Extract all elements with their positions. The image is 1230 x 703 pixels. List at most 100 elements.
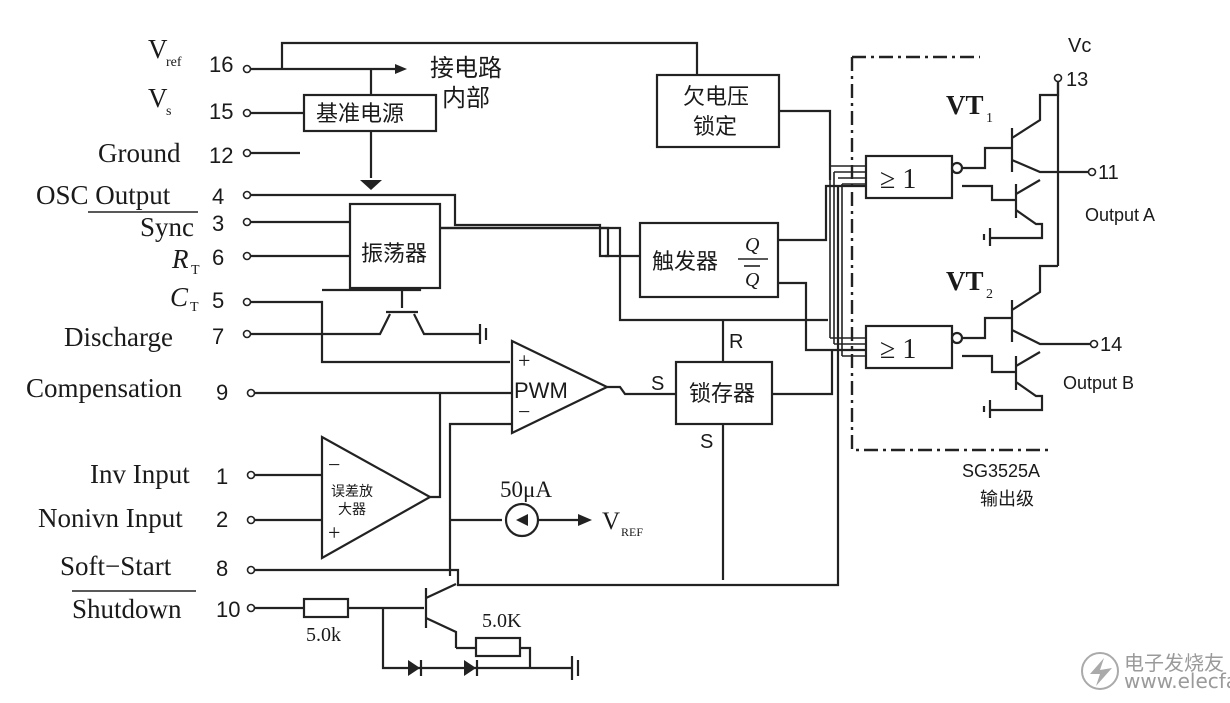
current-source-section: 50μA V REF xyxy=(450,477,643,539)
bus-wires xyxy=(829,165,866,357)
outa-label: Output A xyxy=(1085,205,1155,225)
pin-ct-num: 5 xyxy=(212,288,224,313)
latch-block xyxy=(674,360,774,426)
nor-gate-b xyxy=(864,324,954,370)
nor-gate-b-bubble xyxy=(950,331,964,345)
shutdown-bottom-wire xyxy=(381,608,572,670)
flipflop-label: 触发器 xyxy=(652,250,718,275)
pin-vs-sub: s xyxy=(166,104,171,119)
oscillator-section: 振荡器 xyxy=(251,151,828,364)
terminal-14 xyxy=(1089,339,1099,349)
pin-discharge-name: Discharge xyxy=(64,322,173,352)
resistor-r2 xyxy=(474,636,522,658)
pin-vref-num: 16 xyxy=(209,52,233,77)
to-internal-label-1: 接电路 xyxy=(430,54,502,82)
pin-shutdown-name: Shutdown xyxy=(72,594,182,624)
outa-num: 11 xyxy=(1098,162,1119,184)
terminal-3 xyxy=(242,217,252,227)
erramp-out-wire xyxy=(430,393,442,499)
shutdown-transistor xyxy=(424,583,458,648)
erramp-plus: + xyxy=(328,520,340,545)
pwm-out-wire xyxy=(607,385,676,396)
pin-rt-name: R xyxy=(171,244,189,274)
ref-ground-icon xyxy=(360,180,382,190)
pin-vs-name: V xyxy=(148,83,168,113)
shutdown-emitter xyxy=(425,617,458,648)
terminal-15 xyxy=(242,108,252,118)
latch-section: 锁存器 R S xyxy=(674,320,834,580)
discharge-collector xyxy=(251,313,391,336)
pin-discharge-num: 7 xyxy=(212,324,224,349)
vt2-emitter xyxy=(1011,329,1094,346)
latch-r-label: R xyxy=(729,331,743,353)
pwm-minus: − xyxy=(518,399,530,424)
pin-comp-num: 9 xyxy=(216,380,228,405)
reference-section: 接电路 内部 基准电源 欠电压 锁定 xyxy=(251,41,832,190)
outb-num: 14 xyxy=(1100,334,1122,356)
vt1-low-drive xyxy=(962,184,1016,202)
vt1-collector xyxy=(1011,78,1060,139)
pin-sync-name: Sync xyxy=(140,212,194,242)
bus-vertical xyxy=(829,166,843,356)
terminal-9 xyxy=(246,388,256,398)
pin-inv-num: 1 xyxy=(216,464,228,489)
terminal-7 xyxy=(242,329,252,339)
discharge-emitter xyxy=(413,313,480,336)
vt2-low-drive xyxy=(962,354,1016,374)
terminal-16 xyxy=(242,64,252,74)
terminal-4 xyxy=(242,190,252,200)
diode-1-icon xyxy=(408,660,420,676)
erramp-label-2: 大器 xyxy=(338,502,366,518)
latch-s-label: S xyxy=(700,431,713,453)
resistor-r1-label: 5.0k xyxy=(306,624,341,646)
oscillator-label: 振荡器 xyxy=(361,242,427,267)
shutdown-section: 5.0k 5.0K xyxy=(255,186,840,680)
to-internal-label-2: 内部 xyxy=(442,84,490,112)
watermark-text: 电子发烧友 xyxy=(1124,651,1224,675)
latch-label: 锁存器 xyxy=(689,382,755,407)
uvlo-label-1: 欠电压 xyxy=(683,85,749,110)
bus-a xyxy=(830,165,866,185)
flipflop-block xyxy=(638,221,780,299)
terminal-11 xyxy=(1087,167,1097,177)
terminal-8 xyxy=(246,565,256,575)
error-amp-section: − + 误差放 大器 xyxy=(255,393,442,560)
latch-s-input-label: S xyxy=(651,373,664,395)
pin-sync-num: 3 xyxy=(212,211,224,236)
flipflop-qbar: Q xyxy=(745,269,760,291)
nor-gate-a xyxy=(864,154,954,200)
uvlo-label-2: 锁定 xyxy=(693,115,737,140)
pin-soft-name: Soft−Start xyxy=(60,551,172,581)
output-stage-boundary xyxy=(850,55,1050,452)
vt1-low-emitter xyxy=(990,179,1044,240)
pwm-label: PWM xyxy=(514,378,568,403)
ref-supply-label: 基准电源 xyxy=(316,102,404,127)
terminal-2 xyxy=(246,515,256,525)
pin-osc-num: 4 xyxy=(212,184,224,209)
flipflop-section: 触发器 Q Q xyxy=(638,184,866,352)
pin-labels: V ref 16 V s 15 Ground 12 OSC Output 4 S… xyxy=(26,34,240,624)
flipflop-q: Q xyxy=(745,234,760,256)
nor-gate-a-bubble xyxy=(950,161,964,175)
vc-label: Vc xyxy=(1068,35,1091,57)
erramp-label-1: 误差放 xyxy=(331,484,373,500)
uvlo-block xyxy=(655,73,781,149)
vt2-drive-wire xyxy=(962,316,1012,340)
pwm-comparator xyxy=(510,339,610,435)
pwm-plus: + xyxy=(518,348,530,373)
watermark-bolt-icon xyxy=(1090,658,1112,686)
vt2-label: VT xyxy=(946,266,984,296)
r2-wire xyxy=(456,646,532,668)
stage-label: 输出级 xyxy=(980,489,1034,510)
pin-ground-num: 12 xyxy=(209,143,233,168)
pin-comp-name: Compensation xyxy=(26,373,182,403)
osc-to-ff-wire xyxy=(440,226,610,258)
terminal-10 xyxy=(246,603,256,613)
pin-vref-name: V xyxy=(148,34,168,64)
vt2-ground-icon xyxy=(982,400,992,418)
vt2-low-emitter xyxy=(990,351,1044,412)
pin-osc-name: OSC Output xyxy=(36,180,171,210)
vt2-collector xyxy=(1011,264,1058,311)
shutdown-collector xyxy=(425,583,457,599)
